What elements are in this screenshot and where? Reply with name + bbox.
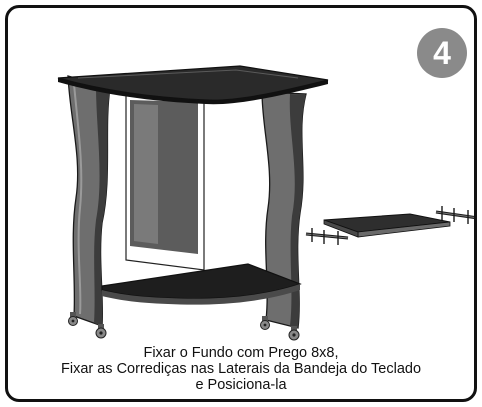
instruction-panel: 4 Fixar o Fundo com Prego 8x8, Fixar as … bbox=[5, 5, 477, 402]
step-number-badge: 4 bbox=[417, 28, 467, 78]
caster-back-right bbox=[260, 316, 270, 330]
caster-front-left bbox=[95, 324, 107, 339]
keyboard-tray-assembly bbox=[305, 206, 474, 245]
caption-line-2: Fixar as Corrediças nas Laterais da Band… bbox=[60, 361, 422, 377]
desk-top bbox=[57, 65, 329, 105]
right-side-panel bbox=[261, 91, 307, 329]
left-side-panel bbox=[67, 75, 111, 327]
bottom-shelf bbox=[101, 263, 302, 305]
desk-frame bbox=[57, 65, 329, 341]
caster-back-left bbox=[68, 312, 78, 326]
slide-rail-right bbox=[435, 206, 474, 224]
caption-line-3: e Posiciona-la bbox=[195, 377, 287, 393]
instruction-caption: Fixar o Fundo com Prego 8x8, Fixar as Co… bbox=[8, 345, 474, 393]
desk-assembly-illustration bbox=[57, 65, 474, 341]
slide-rail-left bbox=[305, 228, 349, 245]
caster-front-right bbox=[288, 326, 300, 341]
keyboard-tray bbox=[323, 213, 451, 238]
step-number: 4 bbox=[433, 35, 451, 71]
back-panel bbox=[125, 93, 205, 271]
caster-wheels bbox=[68, 312, 300, 341]
caption-line-1: Fixar o Fundo com Prego 8x8, bbox=[143, 345, 339, 361]
